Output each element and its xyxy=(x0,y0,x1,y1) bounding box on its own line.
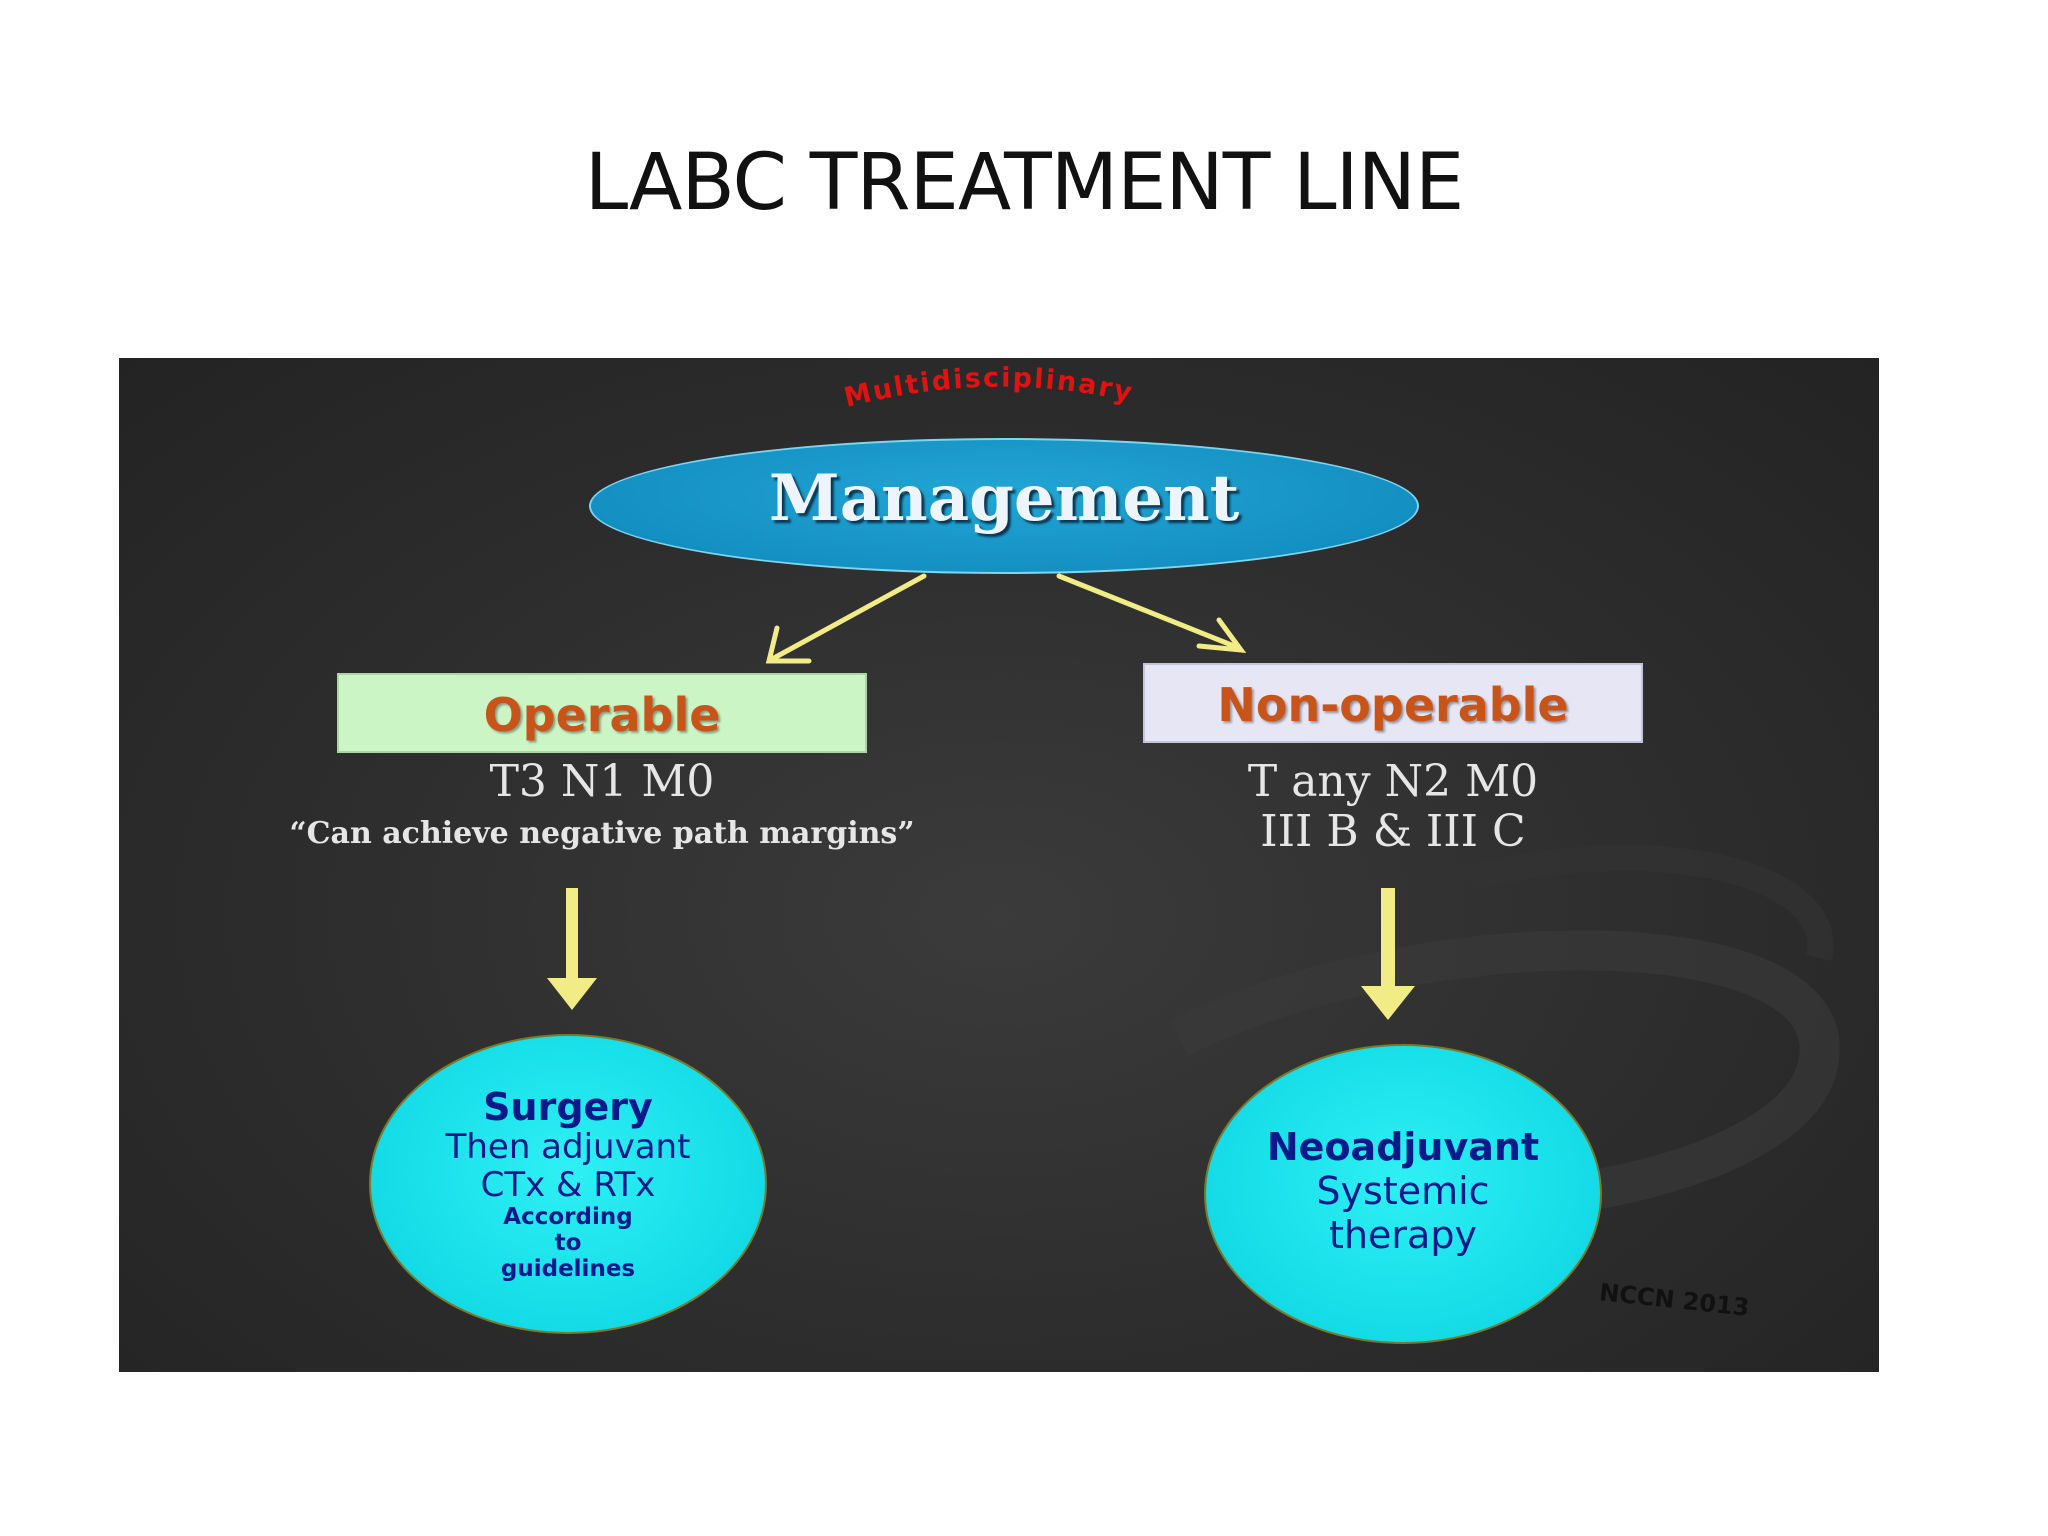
surgery-line2: CTx & RTx xyxy=(480,1165,656,1205)
management-label: Management xyxy=(768,461,1240,536)
arrow-nonoperable-to-neoadjuvant xyxy=(1361,888,1415,1020)
nonoperable-stages: III B & III C xyxy=(1260,806,1526,857)
operable-staging: T3 N1 M0 xyxy=(489,756,715,807)
surgery-text: Surgery Then adjuvant CTx & RTx Accordin… xyxy=(369,1088,767,1281)
neoadjuvant-line2: therapy xyxy=(1329,1213,1477,1257)
neoadjuvant-text: Neoadjuvant Systemic therapy xyxy=(1204,1128,1602,1254)
surgery-small2: to xyxy=(554,1230,582,1256)
neoadjuvant-circle xyxy=(1204,1044,1602,1344)
arrow-to-nonoperable xyxy=(1056,573,1247,654)
slide-title: LABC TREATMENT LINE xyxy=(584,138,1465,228)
nonoperable-box: Non-operable xyxy=(1143,663,1643,743)
neoadjuvant-title: Neoadjuvant xyxy=(1266,1125,1540,1169)
arrow-to-operable xyxy=(765,573,927,664)
neoadjuvant-line1: Systemic xyxy=(1316,1169,1490,1213)
operable-box: Operable xyxy=(337,673,867,753)
diagram-panel: Multidisciplinary Management Operable T3… xyxy=(119,358,1879,1372)
surgery-line1: Then adjuvant xyxy=(445,1127,691,1167)
surgery-small1: According xyxy=(503,1204,633,1230)
surgery-circle xyxy=(369,1034,767,1334)
management-ellipse xyxy=(589,438,1419,574)
nonoperable-staging: T any N2 M0 xyxy=(1247,756,1539,807)
surgery-small3: guidelines xyxy=(500,1256,636,1282)
operable-note: “Can achieve negative path margins” xyxy=(289,816,915,851)
multidisciplinary-label: Multidisciplinary xyxy=(841,363,1137,414)
background-swirl-2 xyxy=(1465,844,1834,962)
surgery-title: Surgery xyxy=(483,1085,653,1129)
arrow-operable-to-surgery xyxy=(547,888,597,1010)
